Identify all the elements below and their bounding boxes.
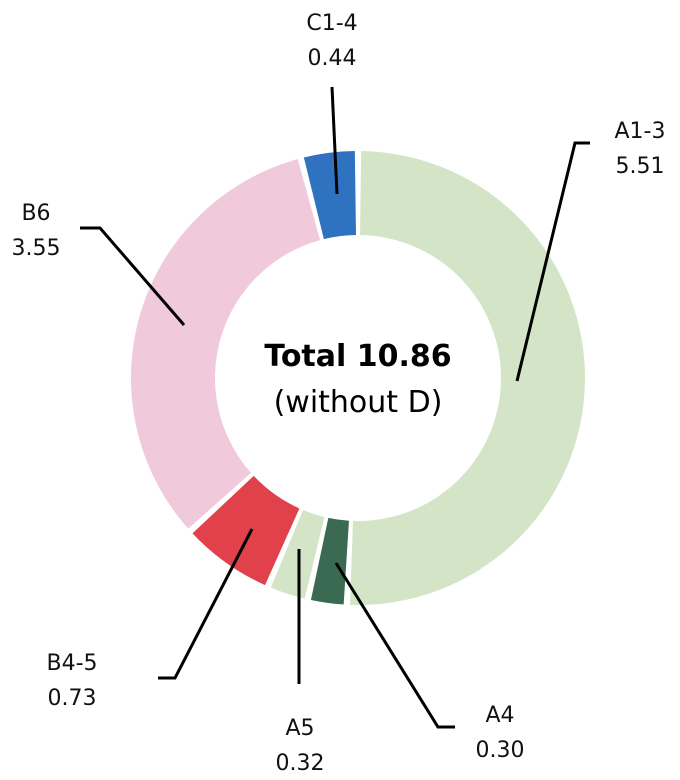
- slice-label-b4-5: B4-5: [46, 651, 97, 676]
- center-title: Total 10.86: [264, 339, 451, 374]
- slice-value-a5: 0.32: [276, 751, 325, 776]
- slice-label-a1-3: A1-3: [615, 119, 666, 144]
- slice-b4-5: [192, 475, 300, 586]
- slice-value-b4-5: 0.73: [48, 686, 97, 711]
- slice-b6: [131, 159, 321, 529]
- slice-value-b6: 3.55: [12, 236, 61, 261]
- leader-line-a4: [334, 562, 455, 729]
- slice-label-a5: A5: [285, 716, 314, 741]
- leader-line-b4-5: [158, 528, 254, 680]
- slice-label-b6: B6: [21, 201, 50, 226]
- slice-value-c1-4: 0.44: [308, 46, 357, 71]
- slice-value-a4: 0.30: [476, 738, 525, 763]
- slice-c1-4: [303, 151, 357, 240]
- slice-label-a4: A4: [485, 703, 514, 728]
- slice-value-a1-3: 5.51: [616, 154, 665, 179]
- leader-line-b6: [80, 226, 186, 326]
- leader-line-c1-4: [330, 86, 339, 195]
- leader-line-a1-3: [515, 141, 590, 382]
- slice-label-c1-4: C1-4: [306, 11, 357, 36]
- slice-a1-3: [349, 151, 586, 605]
- leader-lines-layer: [80, 86, 590, 729]
- slice-a4: [310, 517, 349, 605]
- center-subtitle: (without D): [274, 385, 443, 420]
